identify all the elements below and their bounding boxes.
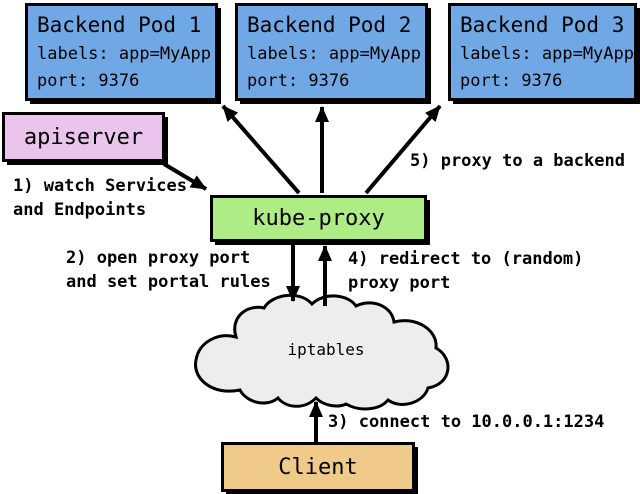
pod-title: Backend Pod 2	[247, 13, 412, 37]
pod-title: Backend Pod 3	[460, 13, 625, 37]
backend-pod-1-box: Backend Pod 1 labels: app=MyApp port: 93…	[25, 3, 218, 101]
annotation-line: and Endpoints	[13, 200, 147, 220]
backend-pod-3-box: Backend Pod 3 labels: app=MyApp port: 93…	[448, 3, 637, 101]
annotation-step-2: 2) open proxy port and set portal rules	[66, 246, 271, 294]
annotation-line: proxy port	[348, 273, 451, 293]
iptables-label: iptables	[287, 340, 365, 359]
pod-port-line: port: 9376	[37, 71, 140, 91]
annotation-step-4: 4) redirect to (random) proxy port	[348, 247, 583, 295]
client-box: Client	[221, 442, 415, 492]
annotation-step-1: 1) watch Services and Endpoints	[13, 174, 187, 222]
annotation-step-5: 5) proxy to a backend	[410, 149, 625, 173]
pod-title: Backend Pod 1	[37, 13, 202, 37]
pod-labels-line: labels: app=MyApp	[37, 44, 211, 64]
annotation-line: 1) watch Services	[13, 176, 187, 196]
arrow-kube-proxy-to-pod-3	[364, 104, 442, 195]
client-label: Client	[278, 454, 358, 480]
annotation-line: 4) redirect to (random)	[348, 249, 584, 269]
annotation-line: 2) open proxy port	[66, 248, 251, 268]
apiserver-label: apiserver	[23, 124, 144, 150]
annotation-line: 5) proxy to a backend	[410, 151, 625, 171]
backend-pod-2-box: Backend Pod 2 labels: app=MyApp port: 93…	[235, 3, 428, 101]
pod-labels-line: labels: app=MyApp	[460, 44, 634, 64]
annotation-line: and set portal rules	[66, 272, 271, 292]
apiserver-box: apiserver	[2, 112, 165, 162]
kube-proxy-box: kube-proxy	[210, 195, 427, 242]
arrow-kube-proxy-to-pod-1	[221, 104, 301, 195]
kube-proxy-label: kube-proxy	[252, 206, 385, 231]
annotation-line: 3) connect to 10.0.0.1:1234	[328, 412, 605, 432]
pod-port-line: port: 9376	[460, 71, 563, 91]
pod-port-line: port: 9376	[247, 71, 350, 91]
arrow-apiserver-to-kube-proxy	[162, 162, 208, 191]
annotation-step-3: 3) connect to 10.0.0.1:1234	[328, 410, 604, 434]
pod-labels-line: labels: app=MyApp	[247, 44, 421, 64]
